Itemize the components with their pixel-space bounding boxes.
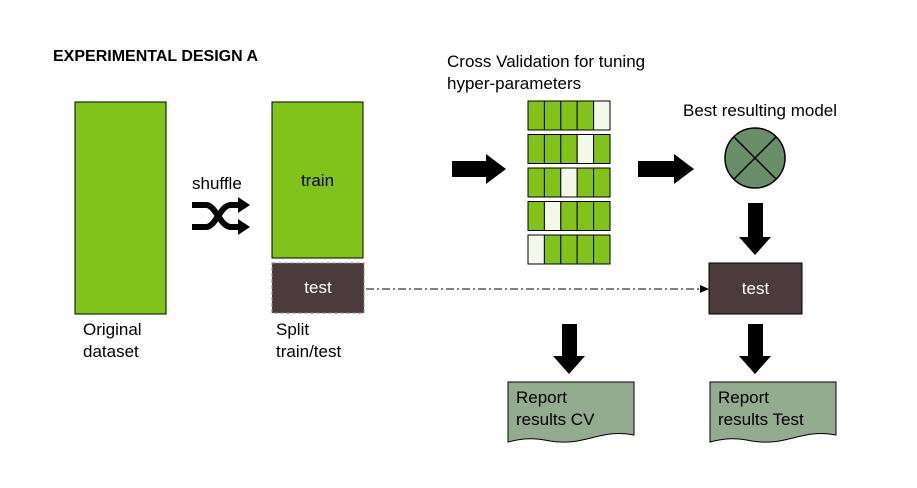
original-dataset-label: Original dataset xyxy=(83,320,142,361)
cv-training-cell xyxy=(593,234,611,265)
split-test-block xyxy=(271,262,365,314)
test-connector-arrowhead xyxy=(700,285,709,293)
arrow-right-icon xyxy=(638,154,694,184)
cv-training-cell xyxy=(527,201,545,231)
cv-training-cell xyxy=(527,167,545,198)
cv-training-cell xyxy=(576,234,595,265)
report-test-label: Report results Test xyxy=(718,388,804,429)
report-cv-shape xyxy=(507,381,635,443)
cv-validation-cell xyxy=(576,134,595,164)
report-test-shape xyxy=(709,381,837,443)
cv-training-cell xyxy=(593,167,611,198)
cv-training-cell xyxy=(560,201,578,231)
arrow-down-icon xyxy=(739,203,771,255)
cross-validation-folds xyxy=(527,100,611,265)
split-label: Split train/test xyxy=(276,320,342,361)
original-dataset-block xyxy=(74,101,167,315)
best-model-icon xyxy=(724,127,786,189)
split-test-label: test xyxy=(304,278,332,297)
cv-training-cell xyxy=(527,134,545,164)
cv-training-cell xyxy=(560,100,578,131)
cv-training-cell xyxy=(560,234,578,265)
cv-validation-cell xyxy=(543,201,562,231)
cv-validation-cell xyxy=(527,234,545,265)
arrow-right-icon xyxy=(452,154,506,184)
cv-training-cell xyxy=(576,167,595,198)
cv-training-cell xyxy=(543,100,562,131)
train-label: train xyxy=(300,171,335,190)
shuffle-icon xyxy=(192,197,250,235)
cv-validation-cell xyxy=(593,100,611,131)
shuffle-label: shuffle xyxy=(192,174,242,193)
cv-training-cell xyxy=(593,201,611,231)
arrow-down-icon xyxy=(739,324,771,374)
cross-validation-label: Cross Validation for tuning hyper-parame… xyxy=(447,52,646,93)
cv-training-cell xyxy=(543,134,562,164)
cv-training-cell xyxy=(527,100,545,131)
cv-training-cell xyxy=(560,134,578,164)
cv-training-cell xyxy=(593,134,611,164)
best-model-label: Best resulting model xyxy=(683,101,838,120)
final-test-block xyxy=(708,262,803,315)
cv-training-cell xyxy=(576,201,595,231)
cv-training-cell xyxy=(543,167,562,198)
train-block xyxy=(271,101,364,259)
report-cv-label: Report results CV xyxy=(516,388,595,429)
arrow-down-icon xyxy=(553,324,585,374)
final-test-label: test xyxy=(741,279,770,298)
cv-training-cell xyxy=(576,100,595,131)
page-title: EXPERIMENTAL DESIGN A xyxy=(53,48,259,65)
cv-validation-cell xyxy=(560,167,578,198)
cv-training-cell xyxy=(543,234,562,265)
